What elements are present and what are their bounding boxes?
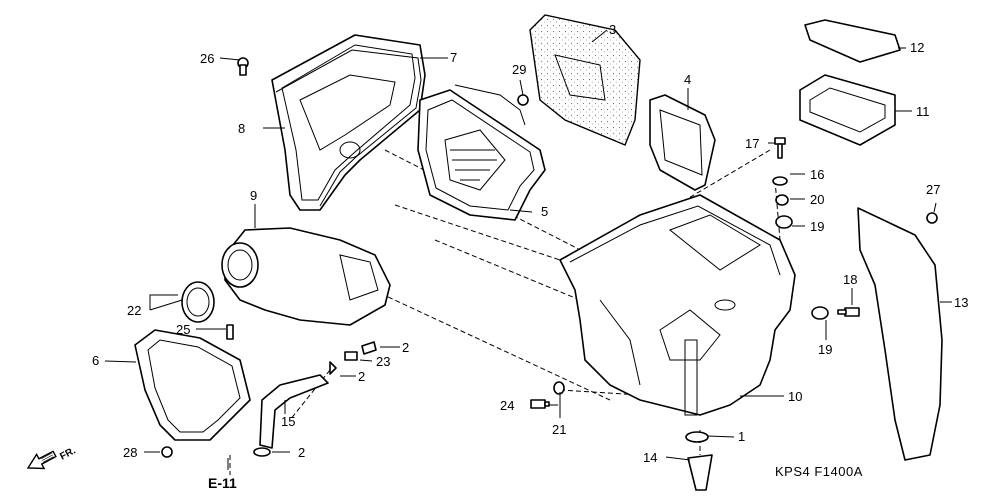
label-19-b: 19 <box>818 342 832 357</box>
bolt-18 <box>837 307 860 317</box>
oring-1 <box>685 431 709 443</box>
fasteners <box>161 57 938 458</box>
bolt-26 <box>237 57 249 76</box>
label-15: 15 <box>281 414 295 429</box>
label-19-a: 19 <box>810 219 824 234</box>
label-3: 3 <box>609 22 616 37</box>
case-gasket <box>134 329 251 441</box>
front-direction-indicator: FR. <box>26 445 78 470</box>
label-8: 8 <box>238 121 245 136</box>
air-cleaner-case <box>559 194 796 416</box>
label-6: 6 <box>92 353 99 368</box>
label-29: 29 <box>512 62 526 77</box>
label-28: 28 <box>123 445 137 460</box>
clip-2-a <box>361 341 377 355</box>
bolt-25 <box>226 324 234 340</box>
label-2-b: 2 <box>358 369 365 384</box>
label-10: 10 <box>788 389 802 404</box>
bolt-27 <box>926 212 938 224</box>
label-2-a: 2 <box>402 340 409 355</box>
element-frame <box>649 94 716 191</box>
reference-label: E-11 <box>208 475 237 491</box>
label-17: 17 <box>745 136 759 151</box>
element-holder <box>417 84 546 221</box>
connecting-band <box>181 281 215 323</box>
label-21: 21 <box>552 422 566 437</box>
label-1: 1 <box>738 429 745 444</box>
leader-lines <box>104 29 952 461</box>
label-23: 23 <box>376 354 390 369</box>
clip-2-b <box>329 361 337 375</box>
air-cleaner-element <box>529 14 641 146</box>
label-16: 16 <box>810 167 824 182</box>
connecting-tube <box>221 227 391 326</box>
air-cleaner-cover <box>271 34 426 211</box>
label-4: 4 <box>684 72 691 87</box>
figure-code: KPS4 F1400A <box>775 464 863 479</box>
drain-plug <box>687 454 713 491</box>
side-cover <box>857 207 943 461</box>
collar-20 <box>775 194 789 206</box>
label-26: 26 <box>200 51 214 66</box>
label-9: 9 <box>250 188 257 203</box>
label-12: 12 <box>910 40 924 55</box>
bolt-24 <box>530 399 550 409</box>
label-20: 20 <box>810 192 824 207</box>
label-11: 11 <box>916 104 930 119</box>
collar-21 <box>553 381 565 395</box>
label-5: 5 <box>541 204 548 219</box>
label-18: 18 <box>843 272 857 287</box>
label-14: 14 <box>643 450 657 465</box>
front-direction-label: FR. <box>58 445 78 462</box>
drain-tube <box>259 374 329 449</box>
clip-2-c <box>253 447 271 457</box>
label-2-c: 2 <box>298 445 305 460</box>
label-7: 7 <box>450 50 457 65</box>
part-number-labels: 1 2 2 2 3 4 5 6 7 8 9 10 11 12 13 14 15 … <box>92 22 968 465</box>
reference-marker: E-11 <box>208 458 237 491</box>
bolt-28 <box>161 446 173 458</box>
bolt-17 <box>774 137 786 159</box>
label-27: 27 <box>926 182 940 197</box>
front-arrow-icon <box>26 450 57 470</box>
nut-29 <box>517 94 529 106</box>
screw-23 <box>344 351 358 361</box>
grommet-19-lower <box>811 306 829 320</box>
label-25: 25 <box>176 322 190 337</box>
grommet-19-upper <box>775 215 793 229</box>
washer-16 <box>772 176 788 186</box>
label-22: 22 <box>127 303 141 318</box>
label-13: 13 <box>954 295 968 310</box>
cover-seal-gasket <box>275 49 422 207</box>
intake-duct-and-cap <box>799 19 901 146</box>
label-24: 24 <box>500 398 514 413</box>
